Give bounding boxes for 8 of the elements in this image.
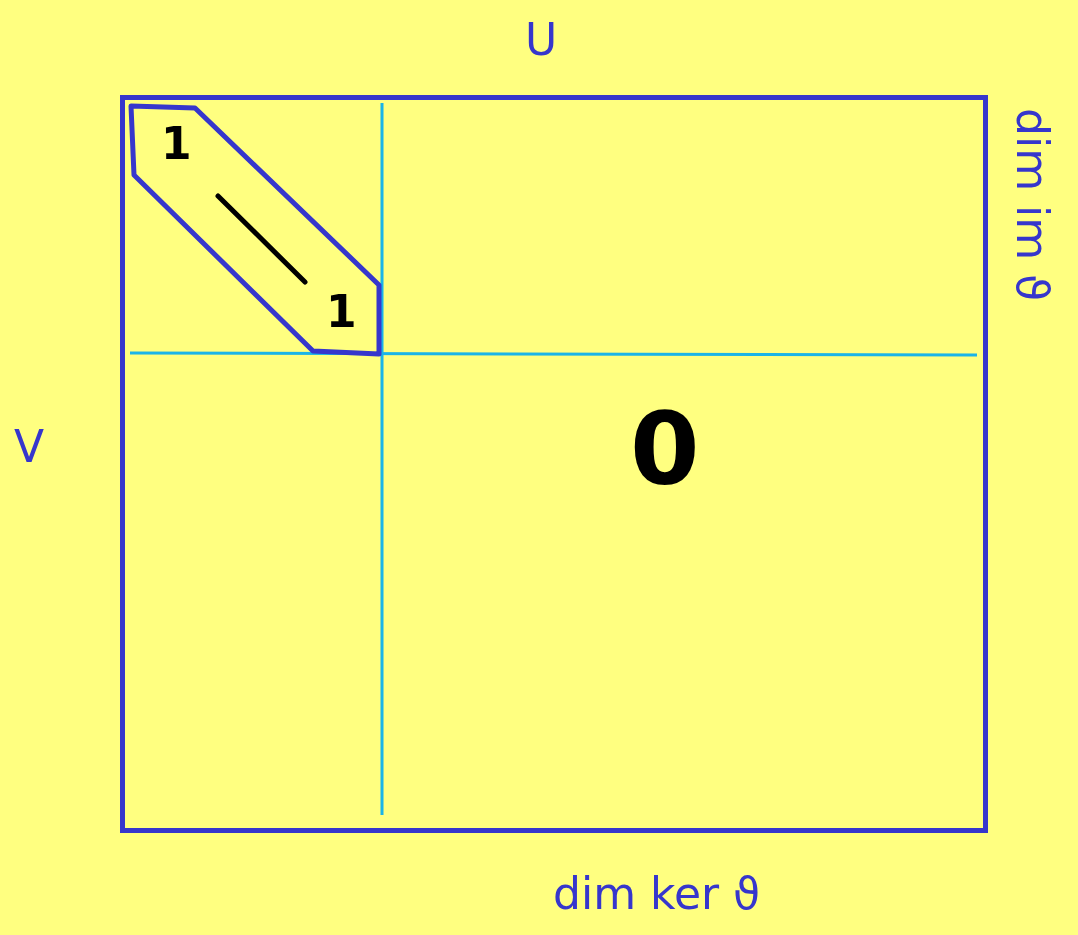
axis-label: dim im ϑ <box>1010 108 1054 302</box>
axis-label: V <box>14 425 45 469</box>
matrix <box>120 95 988 833</box>
one-entry: 1 <box>326 290 357 334</box>
axis-label: U <box>525 18 558 62</box>
one-entry: 1 <box>161 122 192 166</box>
zero-entry: 0 <box>630 400 700 500</box>
axis-label: dim ker ϑ <box>553 872 761 916</box>
